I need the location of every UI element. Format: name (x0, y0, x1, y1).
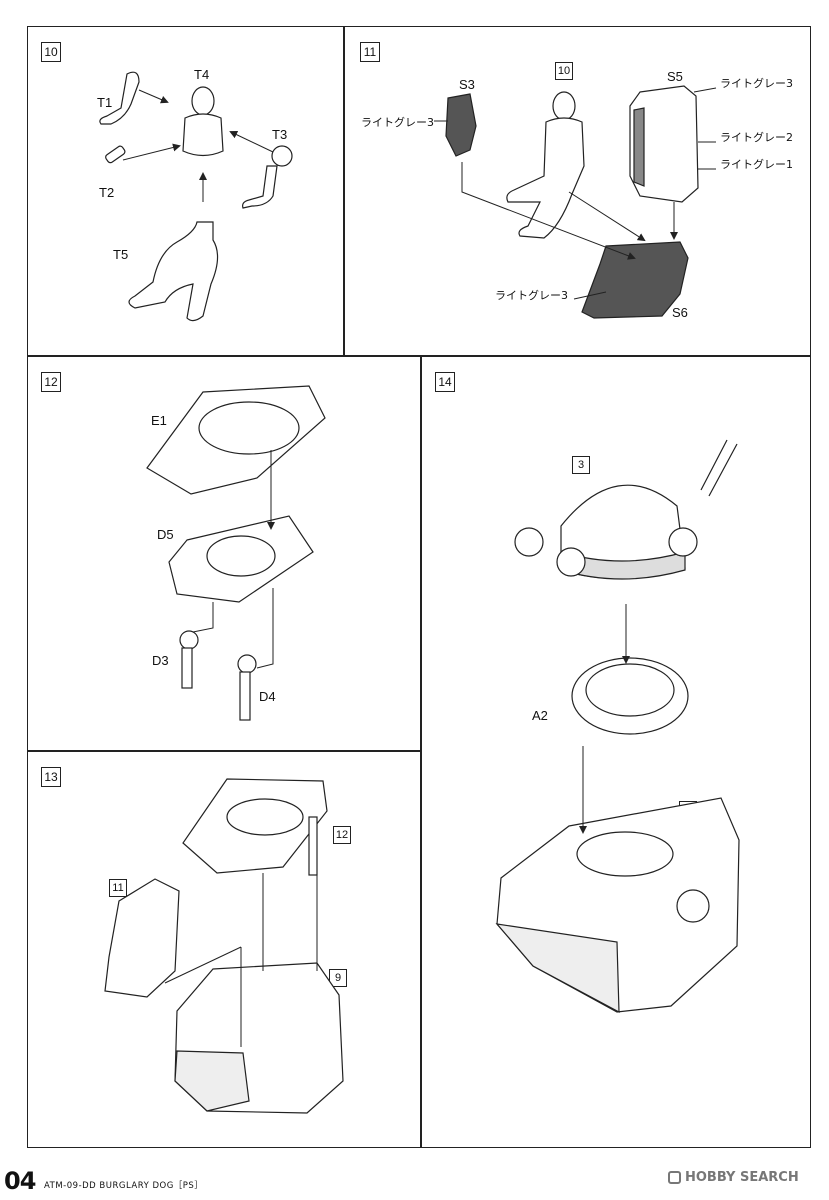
s5-seat-back (629, 85, 699, 203)
instruction-frame (27, 26, 811, 1148)
part-label-s6: S6 (672, 305, 688, 320)
step-14-panel: 14 3 A2 13 (421, 356, 811, 1148)
d4-ring (237, 654, 257, 674)
cover-opening (226, 798, 304, 836)
step-number: 14 (435, 372, 455, 392)
part-label-d3: D3 (152, 653, 169, 668)
watermark-text: HOBBY SEARCH (685, 1170, 799, 1185)
part-label-t3: T3 (272, 127, 288, 142)
subassembly-ref-3: 3 (572, 456, 590, 474)
page-number: 04 (4, 1167, 36, 1195)
d3-ring (179, 630, 199, 650)
step-10-illustration (99, 71, 293, 322)
d3-stem (181, 647, 193, 689)
head-antenna (700, 439, 738, 497)
head-lens-mid (556, 547, 586, 577)
head-visor-band (560, 551, 686, 580)
watermark: HOBBY SEARCH (668, 1170, 799, 1185)
head-lens-right (668, 527, 698, 557)
subassembly-ref-10: 10 (555, 62, 573, 80)
part-label-s3: S3 (459, 77, 475, 92)
part-label-t1: T1 (97, 95, 113, 110)
divider-top (27, 355, 811, 357)
step-number: 11 (360, 42, 380, 62)
t4-head (191, 86, 215, 116)
subassembly-ref-11: 11 (109, 879, 127, 897)
s5-shading (633, 107, 645, 187)
d4-stem (239, 671, 251, 721)
seat-assembly (104, 878, 180, 998)
step-13-illustration (104, 778, 344, 1114)
divider-left-lower (27, 750, 421, 752)
part-label-t4: T4 (194, 67, 210, 82)
color-callout-s6: ライトグレー3 (495, 289, 568, 302)
divider-middle-vertical (420, 355, 422, 1148)
part-label-s5: S5 (667, 69, 683, 84)
step-13-panel: 13 12 11 9 (27, 751, 420, 1148)
seated-figure-head (552, 91, 576, 121)
part-label-a2: A2 (532, 708, 548, 723)
page-title: ATM-09-DD BURGLARY DOG［PS］ (44, 1181, 204, 1191)
divider-top-vertical (343, 26, 345, 356)
subassembly-ref-9: 9 (329, 969, 347, 987)
step-11-panel: 11 10 S3 S5 S6 ライトグレー3 ライトグレー3 ライトグレー2 ラ… (344, 26, 811, 356)
hobby-search-logo-icon (668, 1171, 681, 1184)
part-label-t2: T2 (99, 185, 115, 200)
base-hull-port (676, 889, 710, 923)
part-label-e1: E1 (151, 413, 167, 428)
hull-front (174, 1050, 250, 1112)
t3-shoulder (271, 145, 293, 167)
a2-ring-inner (585, 663, 675, 717)
cover-post-left (308, 816, 318, 876)
head-lens-left (514, 527, 544, 557)
color-callout-s5-c: ライトグレー1 (720, 158, 793, 171)
t4-torso (182, 113, 224, 157)
t5-legs (128, 221, 219, 322)
step-12-panel: 12 E1 D5 D3 D4 (27, 356, 420, 750)
t3-arm (242, 165, 278, 209)
e1-opening (198, 401, 300, 455)
part-label-d5: D5 (157, 527, 174, 542)
d5-opening (206, 535, 276, 577)
t2-part (105, 145, 126, 164)
subassembly-ref-12: 12 (333, 826, 351, 844)
base-opening (576, 831, 674, 877)
part-label-d4: D4 (259, 689, 276, 704)
step-number: 10 (41, 42, 61, 62)
part-label-t5: T5 (113, 247, 129, 262)
seated-figure-body (506, 117, 585, 239)
step-number: 12 (41, 372, 61, 392)
t1-arm (99, 71, 140, 125)
s6-seat-base (581, 241, 689, 319)
step-11-illustration (434, 85, 717, 319)
color-callout-s5-a: ライトグレー3 (720, 77, 793, 90)
step-10-panel: 10 T4 T1 T3 T2 T5 (27, 26, 343, 356)
s3-part (445, 93, 477, 157)
step-14-illustration (495, 439, 740, 1014)
step-number: 13 (41, 767, 61, 787)
step-12-illustration (146, 385, 326, 721)
color-callout-s3: ライトグレー3 (361, 116, 434, 129)
color-callout-s5-b: ライトグレー2 (720, 131, 793, 144)
base-hull-front (495, 923, 620, 1014)
